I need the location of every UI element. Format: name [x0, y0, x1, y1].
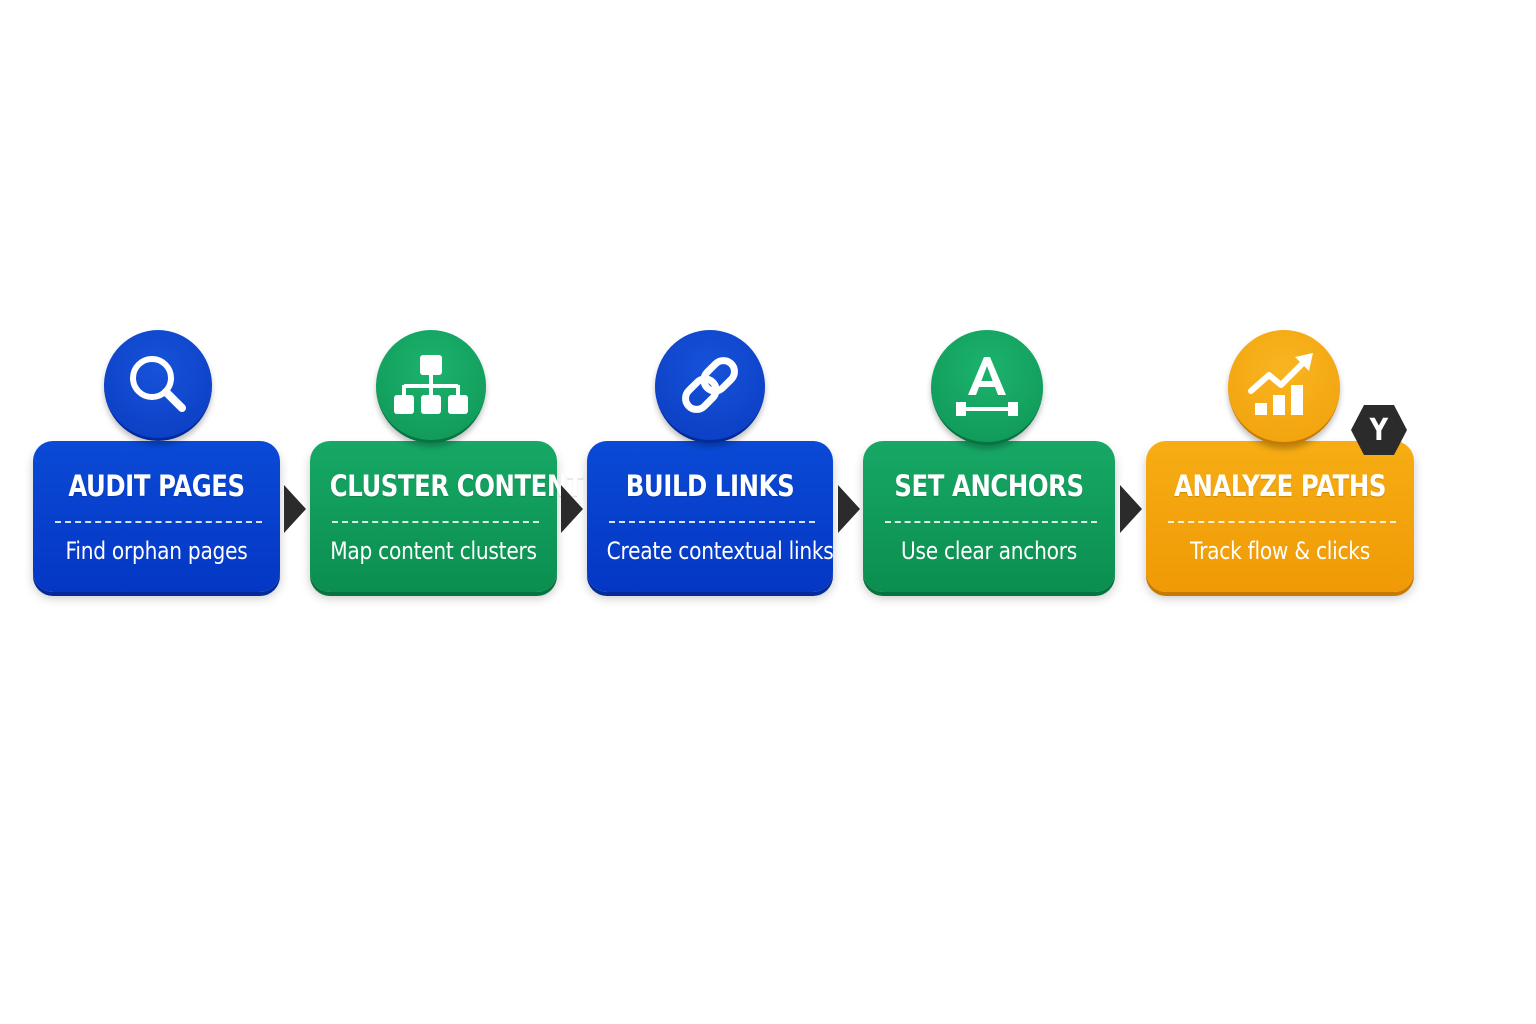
step-set-anchors: SET ANCHORS Use clear anchors [863, 330, 1115, 592]
step-divider [1168, 521, 1396, 523]
step-description: Find orphan pages [65, 537, 248, 565]
arrow-right-icon [838, 485, 860, 533]
step-card: SET ANCHORS Use clear anchors [863, 441, 1115, 592]
step-title: SET ANCHORS [894, 469, 1084, 503]
step-title: AUDIT PAGES [68, 469, 245, 503]
step-analyze-paths: ANALYZE PATHS Track flow & clicks [1146, 330, 1414, 592]
search-icon [104, 330, 212, 441]
step-title: ANALYZE PATHS [1174, 469, 1386, 503]
step-description: Map content clusters [330, 537, 537, 565]
arrow-right-icon [1120, 485, 1142, 533]
step-card: ANALYZE PATHS Track flow & clicks [1146, 441, 1414, 592]
step-audit-pages: AUDIT PAGES Find orphan pages [33, 330, 280, 592]
step-description: Track flow & clicks [1190, 537, 1370, 565]
anchor-text-icon [931, 330, 1043, 445]
arrow-right-icon [284, 485, 306, 533]
step-description: Use clear anchors [900, 537, 1078, 565]
step-title: CLUSTER CONTENT [329, 469, 584, 503]
sitemap-icon [376, 330, 486, 443]
step-build-links: BUILD LINKS Create contextual links [587, 330, 834, 592]
step-card: CLUSTER CONTENT Map content clusters [310, 441, 584, 592]
arrow-right-icon [561, 485, 583, 533]
step-title: BUILD LINKS [625, 469, 795, 503]
step-divider [885, 521, 1097, 523]
step-description: Create contextual links [606, 537, 834, 565]
step-card: AUDIT PAGES Find orphan pages [33, 441, 280, 592]
step-divider [609, 521, 815, 523]
link-icon [655, 330, 765, 443]
step-divider [332, 521, 539, 523]
chart-growth-icon [1228, 330, 1340, 445]
hexagon-badge: Y [1350, 404, 1408, 456]
step-divider [55, 521, 262, 523]
badge-label: Y [1369, 412, 1389, 448]
step-cluster-content: CLUSTER CONTENT Map content clusters [310, 330, 584, 592]
step-card: BUILD LINKS Create contextual links [587, 441, 834, 592]
